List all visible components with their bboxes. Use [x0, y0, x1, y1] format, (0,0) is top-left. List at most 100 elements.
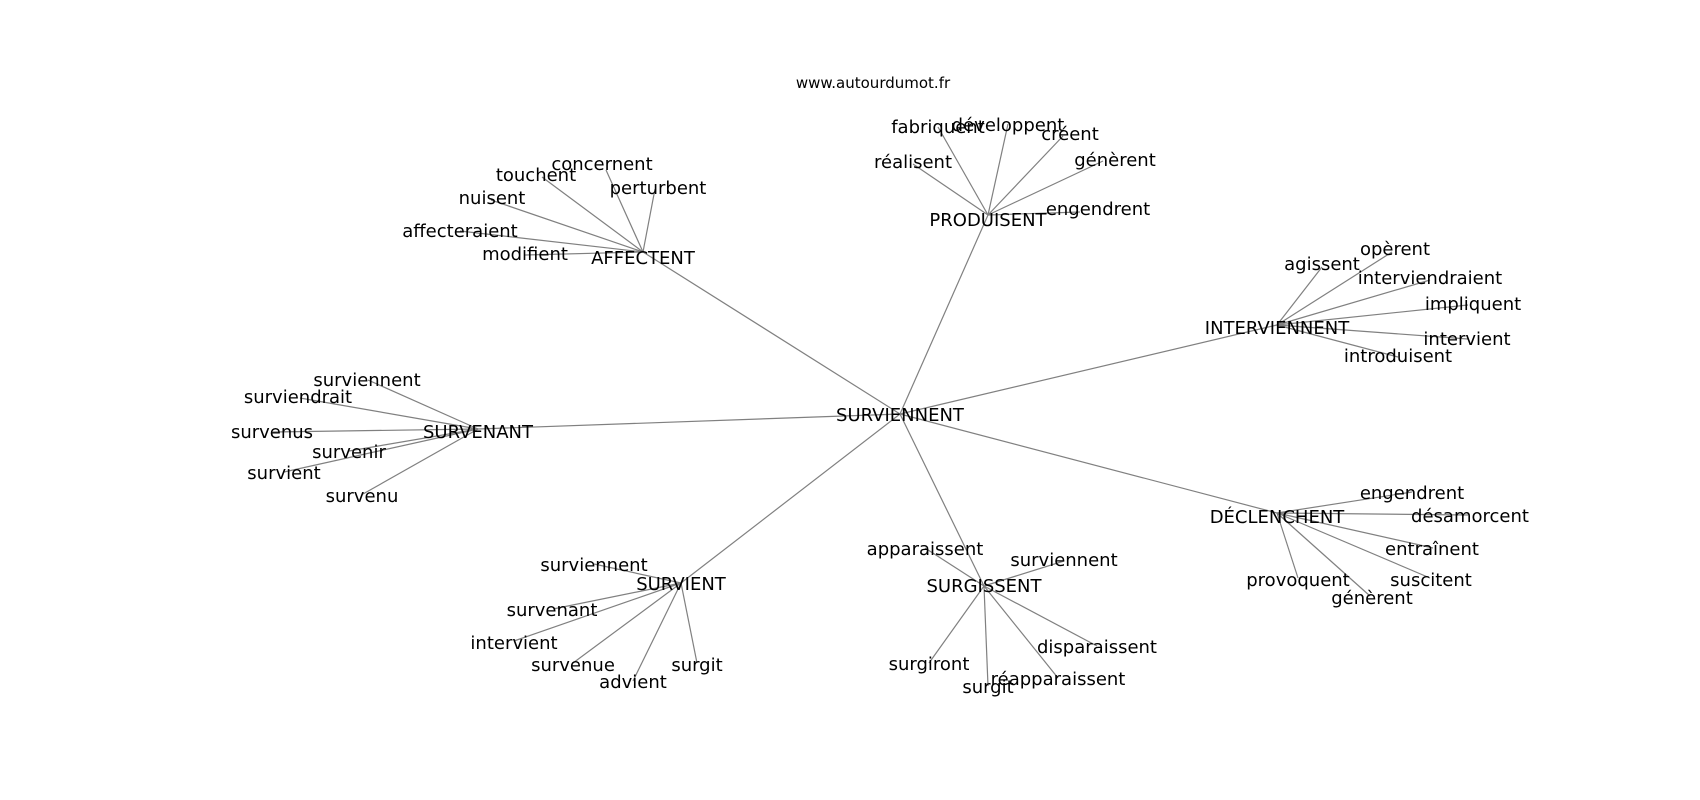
leaf-node-label: génèrent [1331, 588, 1413, 609]
edge-declenchent-leaf [1276, 491, 1413, 514]
edge-survient-leaf [513, 582, 682, 642]
leaf-node-label: surviennent [540, 555, 647, 576]
leaf-node-label: impliquent [1425, 294, 1521, 315]
edge-interviennent-leaf [1276, 279, 1431, 326]
edge-surgissent-leaf [983, 585, 1098, 647]
edge-surgissent-leaf [983, 560, 1065, 587]
edge-affectent-leaf [490, 199, 644, 253]
leaf-node-label: entraînent [1385, 539, 1479, 560]
edge-produisent-leaf [937, 126, 989, 216]
leaf-node-label: surgiront [889, 654, 970, 675]
edge-center-affectent [642, 251, 901, 415]
leaf-node-label: agissent [1284, 254, 1360, 275]
edge-affectent-leaf [642, 188, 656, 253]
edge-affectent-leaf [605, 169, 644, 253]
leaf-node-label: survenue [531, 655, 615, 676]
edge-interviennent-leaf [1276, 324, 1469, 340]
edge-surgissent-leaf [928, 585, 985, 664]
edge-interviennent-leaf [1276, 251, 1393, 326]
leaf-node-label: engendrent [1046, 199, 1150, 220]
leaf-node-label: développent [952, 115, 1065, 136]
hub-node-label-affectent: AFFECTENT [591, 248, 696, 269]
hub-node-label-survient: SURVIENT [636, 574, 727, 595]
edge-interviennent-leaf [1276, 266, 1323, 326]
leaf-node-label: créent [1041, 124, 1099, 145]
leaf-node-label: introduisent [1344, 346, 1452, 367]
edge-survenant-leaf [299, 397, 479, 430]
edge-affectent-leaf [524, 251, 644, 256]
edge-declenchent-leaf [1276, 512, 1434, 549]
leaf-node-label: réapparaissent [991, 669, 1126, 690]
edge-survient-leaf [593, 563, 682, 584]
leaf-node-label: affecteraient [402, 221, 518, 242]
edge-survenant-leaf [272, 428, 479, 433]
edge-survenant-leaf [283, 428, 479, 473]
leaf-node-label: désamorcent [1411, 506, 1529, 527]
leaf-node-label: surviennent [313, 370, 420, 391]
edge-survient-leaf [552, 582, 682, 610]
hub-node-label-declenchent: DÉCLENCHENT [1210, 506, 1346, 528]
edge-center-interviennent [899, 324, 1278, 415]
leaf-node-label: modifient [482, 244, 568, 265]
edge-produisent-leaf [987, 135, 1064, 216]
leaf-node-label: surviennent [1010, 550, 1117, 571]
watermark-text: www.autourdumot.fr [796, 74, 951, 92]
edge-produisent-leaf [987, 123, 1009, 216]
leaf-node-label: provoquent [1246, 570, 1349, 591]
edge-center-produisent [899, 214, 989, 415]
hub-node-label-survenant: SURVENANT [423, 422, 534, 443]
leaf-node-label: survenus [231, 422, 313, 443]
leaf-node-label: survenant [507, 600, 598, 621]
leaf-node-label: génèrent [1074, 150, 1156, 171]
leaf-node-label: advient [599, 672, 667, 693]
edge-surgissent-leaf [983, 585, 1059, 679]
edge-interviennent-leaf [1276, 324, 1399, 358]
edge-center-declenchent [899, 413, 1278, 514]
edge-survient-leaf [680, 582, 698, 664]
leaf-node-label: touchent [496, 165, 576, 186]
edge-declenchent-leaf [1276, 512, 1371, 597]
leaf-node-label: réalisent [874, 152, 952, 173]
leaf-node-label: intervient [470, 633, 557, 654]
edge-interviennent-leaf [1276, 304, 1469, 326]
hub-node-label-interviennent: INTERVIENNENT [1205, 318, 1350, 339]
leaf-node-label: surgit [671, 655, 722, 676]
leaf-node-label: survenir [312, 442, 386, 463]
hub-node-label-produisent: PRODUISENT [929, 210, 1047, 231]
edge-produisent-leaf [987, 211, 1081, 216]
edge-center-survenant [477, 413, 901, 430]
graph-edges [272, 123, 1469, 687]
edge-declenchent-leaf [1276, 512, 1431, 579]
leaf-node-label: nuisent [459, 188, 526, 209]
edge-survenant-leaf [348, 428, 479, 452]
edge-declenchent-leaf [1276, 512, 1469, 516]
leaf-node-label: apparaissent [867, 539, 984, 560]
leaf-node-label: concernent [551, 154, 652, 175]
leaf-node-label: perturbent [610, 178, 707, 199]
edge-survenant-leaf [362, 428, 479, 495]
leaf-node-label: fabriquent [891, 117, 985, 138]
edge-center-survient [680, 413, 901, 584]
edge-center-surgissent [899, 413, 985, 587]
leaf-node-label: surviendrait [244, 387, 352, 408]
graph-labels: SURVIENNENT PRODUISENT fabriquentdéveloppe… [231, 115, 1529, 698]
edge-produisent-leaf [987, 160, 1104, 216]
leaf-node-label: interviendraient [1358, 268, 1502, 289]
leaf-node-label: survient [247, 463, 320, 484]
leaf-node-label: survenu [326, 486, 399, 507]
edge-affectent-leaf [459, 230, 644, 253]
hub-node-label-surgissent: SURGISSENT [926, 576, 1042, 597]
edge-surgissent-leaf [983, 585, 989, 687]
leaf-node-label: intervient [1423, 329, 1510, 350]
leaf-node-label: suscitent [1390, 570, 1472, 591]
leaf-node-label: disparaissent [1037, 637, 1157, 658]
edge-survient-leaf [572, 582, 682, 664]
edge-survenant-leaf [367, 379, 479, 430]
leaf-node-label: surgit [962, 677, 1013, 698]
center-node-label: SURVIENNENT [836, 405, 965, 426]
edge-declenchent-leaf [1276, 512, 1299, 579]
edge-surgissent-leaf [924, 547, 985, 587]
edge-produisent-leaf [912, 163, 989, 216]
leaf-node-label: engendrent [1360, 483, 1464, 504]
